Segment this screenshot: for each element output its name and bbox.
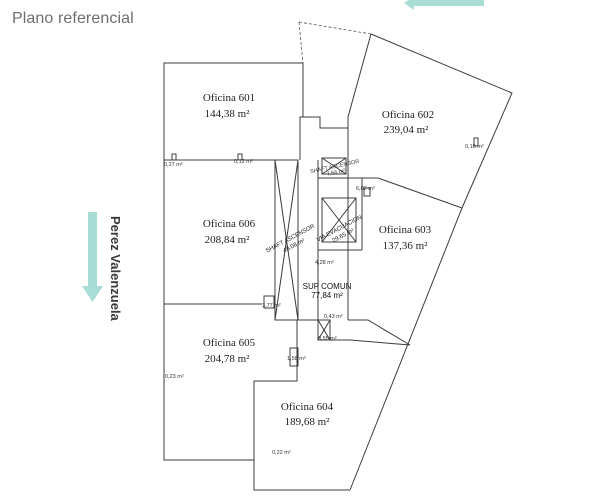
office-601-area: 144,38 m² — [205, 108, 251, 120]
sup-comun-label: SUP COMUN — [303, 282, 352, 291]
sup-comun: SUP COMUN 77,84 m² — [303, 282, 352, 300]
sup-comun-area: 77,84 m² — [311, 291, 343, 300]
dashed-outline — [298, 21, 372, 64]
small-areas: 0,27 m² 0,12 m² 0,10 m² 6,02 m² 4,28 m² … — [164, 144, 484, 456]
office-603-name: Oficina 603 — [379, 224, 432, 236]
office-603-area: 137,36 m² — [383, 240, 429, 252]
shaft-ascensor-big: SHAFT ASCENSOR 48,08 m² — [265, 223, 317, 254]
small-area-3: 0,10 m² — [465, 144, 484, 150]
office-602-name: Oficina 602 — [382, 109, 434, 121]
small-area-2: 0,12 m² — [234, 159, 253, 165]
small-area-6: 3,77 m² — [262, 303, 281, 309]
office-601-name: Oficina 601 — [203, 92, 255, 104]
small-area-9: 1,58 m² — [287, 356, 306, 362]
small-area-4: 6,02 m² — [356, 186, 375, 192]
via-evacuacion: VIA EVACUACION 29,65 m² — [316, 215, 363, 245]
shaft-small-area: 7,56 m² — [326, 168, 346, 178]
office-606-area: 208,84 m² — [205, 234, 251, 246]
street-arrow — [82, 212, 103, 302]
office-602[interactable]: Oficina 602 239,04 m² — [382, 109, 434, 136]
small-area-1: 0,27 m² — [164, 162, 183, 168]
office-605-name: Oficina 605 — [203, 337, 256, 349]
office-605[interactable]: Oficina 605 204,78 m² — [203, 337, 256, 365]
small-area-10: 0,23 m² — [165, 374, 184, 380]
office-602-area: 239,04 m² — [384, 124, 430, 136]
office-606[interactable]: Oficina 606 208,84 m² — [203, 218, 256, 246]
office-604-area: 189,68 m² — [285, 416, 331, 428]
office-603[interactable]: Oficina 603 137,36 m² — [379, 224, 432, 252]
office-605-area: 204,78 m² — [205, 353, 251, 365]
small-area-8: 0,55 m² — [318, 336, 337, 342]
small-area-11: 0,22 m² — [272, 450, 291, 456]
page-title: Plano referencial — [12, 10, 134, 27]
street-label: Perez Valenzuela — [108, 216, 123, 321]
office-601[interactable]: Oficina 601 144,38 m² — [203, 92, 255, 120]
office-604-name: Oficina 604 — [281, 401, 334, 413]
office-606-name: Oficina 606 — [203, 218, 256, 230]
office-604[interactable]: Oficina 604 189,68 m² — [281, 401, 334, 428]
small-area-7: 0,43 m² — [324, 314, 343, 320]
small-area-5: 4,28 m² — [315, 260, 334, 266]
direction-arrow-top — [404, 0, 484, 10]
building-outline — [163, 33, 513, 491]
